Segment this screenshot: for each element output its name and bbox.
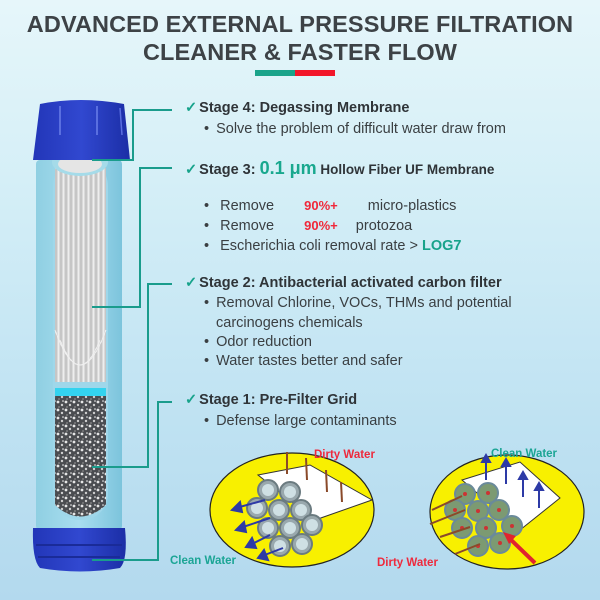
check-icon: ✓ [185, 100, 198, 116]
diagram-2-dirty-water-label: Dirty Water [377, 557, 438, 569]
stage-2-heading: ✓Stage 2: Antibacterial activated carbon… [185, 275, 502, 291]
stage-4-bullet: Solve the problem of difficult water dra… [204, 121, 506, 137]
percent-highlight: 90%+ [304, 198, 338, 213]
stage-1-heading: ✓Stage 1: Pre-Filter Grid [185, 392, 358, 408]
title-line-2: CLEANER & FASTER FLOW [142, 39, 458, 65]
stage-3-heading: ✓Stage 3: 0.1 μm Hollow Fiber UF Membran… [185, 158, 495, 178]
stage-3-bullet-protozoa: Remove 90%+ protozoa [204, 218, 412, 234]
external-pressure-diagram [209, 452, 375, 568]
diagram-1-clean-water-label: Clean Water [170, 555, 237, 567]
percent-highlight: 90%+ [304, 218, 338, 233]
diagram-1-dirty-water-label: Dirty Water [314, 449, 375, 461]
stage-4-heading: ✓Stage 4: Degassing Membrane [185, 100, 410, 116]
title-line-1: ADVANCED EXTERNAL PRESSURE FILTRATION [26, 11, 574, 37]
accent-green [255, 70, 295, 76]
log7-highlight: LOG7 [421, 238, 462, 254]
page-title: ADVANCED EXTERNAL PRESSURE FILTRATION CL… [0, 10, 600, 66]
stage-2-bullet-odor: Odor reduction [204, 334, 312, 350]
stage-1-bullet: Defense large contaminants [204, 413, 397, 429]
check-icon: ✓ [185, 162, 198, 178]
check-icon: ✓ [185, 275, 198, 291]
title-accent-bar [255, 70, 335, 76]
accent-red [295, 70, 335, 76]
stage-2-bullet-chlorine-cont: carcinogens chemicals [216, 315, 363, 331]
diagram-2-clean-water-label: Clean Water [491, 448, 558, 460]
pore-size-highlight: 0.1 μm [259, 158, 317, 178]
stage-2-bullet-taste: Water tastes better and safer [204, 353, 402, 369]
internal-pressure-diagram [429, 452, 585, 570]
check-icon: ✓ [185, 392, 198, 408]
stage-3-bullet-microplastics: Remove 90%+ micro-plastics [204, 198, 456, 214]
stage-2-bullet-chlorine: Removal Chlorine, VOCs, THMs and potenti… [204, 295, 512, 311]
stage-3-bullet-ecoli: Escherichia coli removal rate > LOG7 [204, 238, 461, 254]
